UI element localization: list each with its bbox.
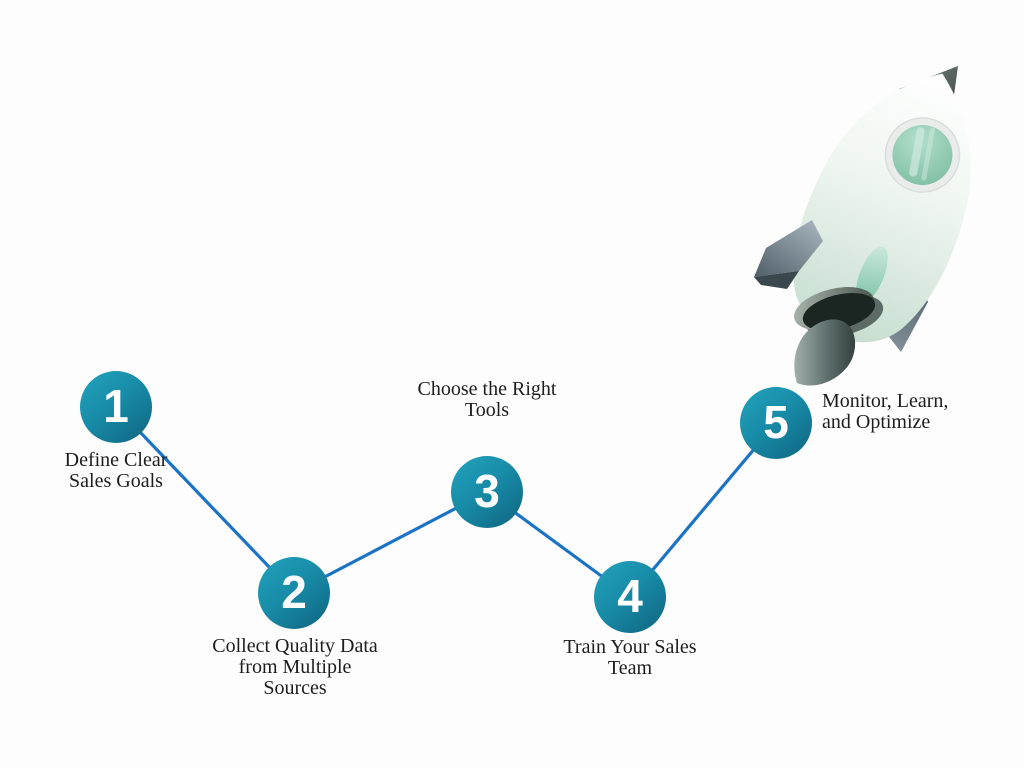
step-circle-2: 2 <box>258 557 330 629</box>
step-label-5: Monitor, Learn, and Optimize <box>822 390 949 433</box>
step-label-1: Define Clear Sales Goals <box>64 449 168 492</box>
step-label-3: Choose the Right Tools <box>417 378 557 421</box>
step-number: 5 <box>763 395 789 448</box>
step-label-4: Train Your Sales Team <box>563 636 697 679</box>
rocket-window <box>884 117 961 193</box>
rocket-leaf-detail <box>856 246 888 303</box>
rocket-illustration <box>754 66 971 386</box>
step-circle-5: 5 <box>740 387 812 459</box>
step-circle-1: 1 <box>80 371 152 443</box>
step-number: 1 <box>103 379 129 432</box>
step-number: 2 <box>281 565 307 618</box>
step-circle-3: 3 <box>451 456 523 528</box>
rocket-exhaust-drop <box>794 319 856 386</box>
step-number: 4 <box>617 569 643 622</box>
step-number: 3 <box>474 464 500 517</box>
step-circle-4: 4 <box>594 561 666 633</box>
connector-line <box>114 405 778 599</box>
rocket-fin-left <box>754 220 823 289</box>
step-label-2: Collect Quality Data from Multiple Sourc… <box>212 635 378 699</box>
